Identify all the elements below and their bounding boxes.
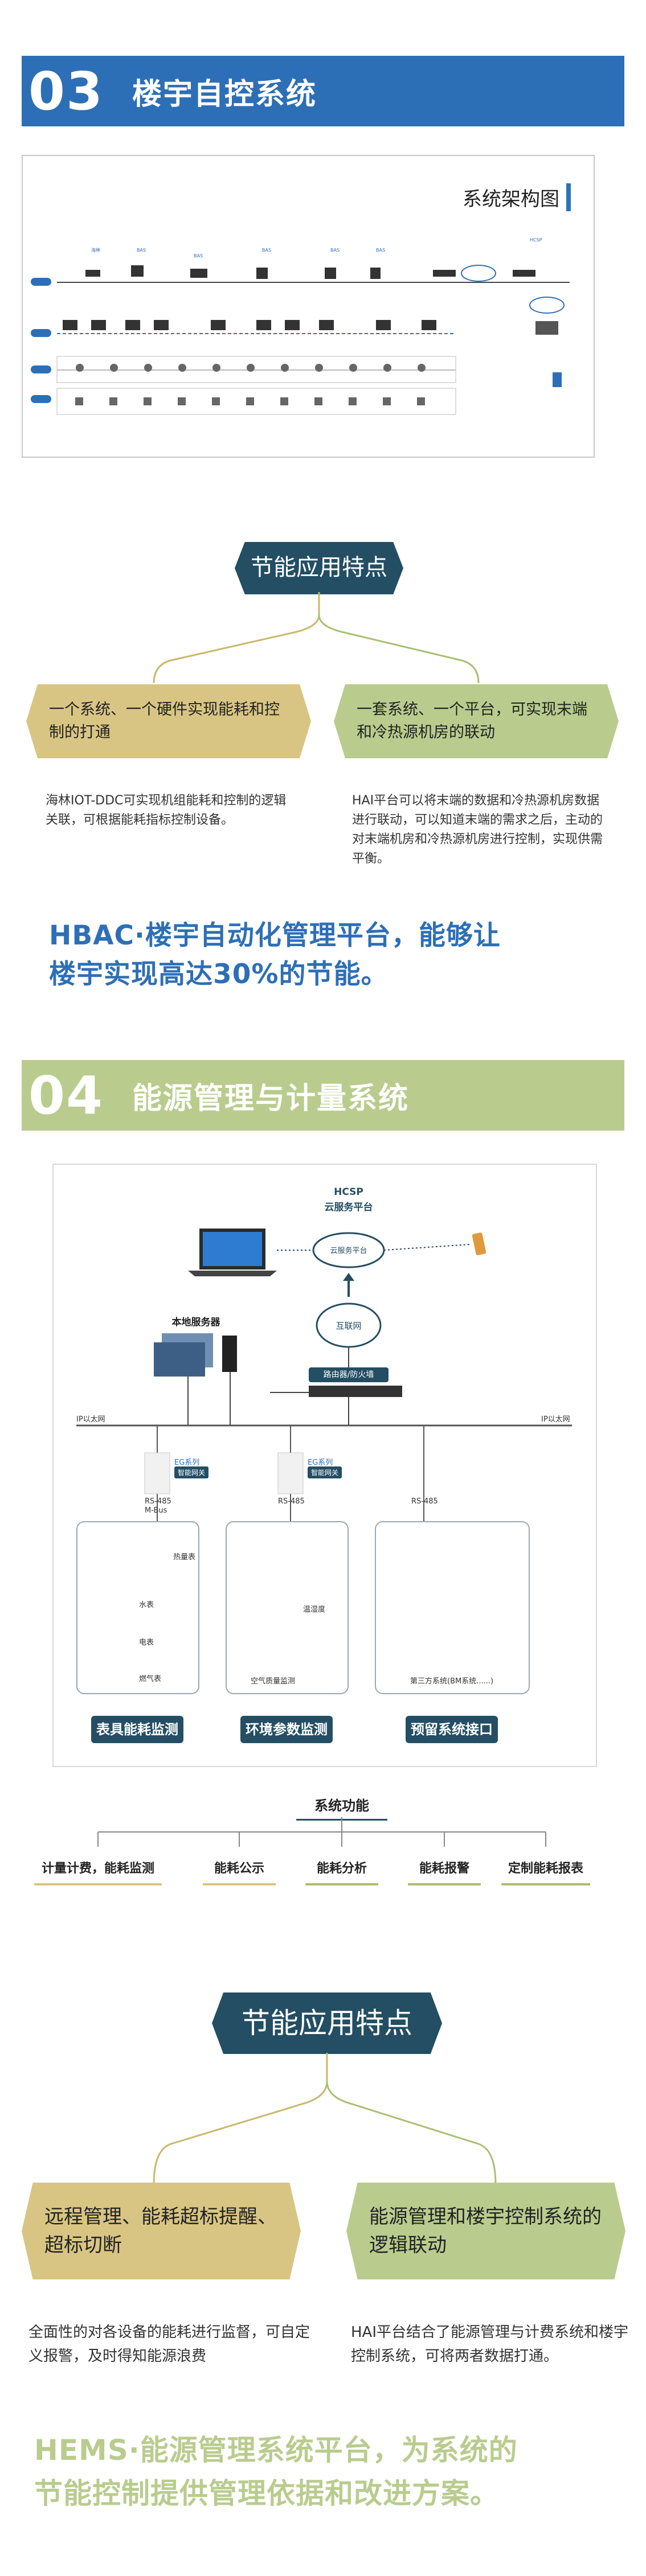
function-item: 能耗分析 xyxy=(305,1858,378,1885)
svg-text:HCSP: HCSP xyxy=(530,237,542,243)
eg-series-2: EG系列 xyxy=(308,1458,333,1467)
svg-text:BAS: BAS xyxy=(262,248,271,253)
local-server-label: 本地服务器 xyxy=(171,1317,220,1328)
cloud-inner-label: 云服务平台 xyxy=(330,1247,367,1255)
meter-electric: 电表 xyxy=(139,1638,154,1647)
env-group xyxy=(226,1521,349,1694)
meter-group xyxy=(76,1521,199,1694)
ip-net-left: IP以太网 xyxy=(76,1415,105,1424)
mbus-label: M-Bus xyxy=(145,1506,167,1515)
third-party-group xyxy=(375,1521,530,1694)
feature-left-2: 远程管理、能耗超标提醒、超标切断 xyxy=(22,2183,301,2279)
section-title: 能源管理与计量系统 xyxy=(132,1081,410,1116)
env-sensor-label: 温湿度 xyxy=(303,1605,326,1614)
ip-net-right: IP以太网 xyxy=(541,1415,570,1424)
svg-text:BAS: BAS xyxy=(376,248,385,253)
diagram-title: 系统架构图 xyxy=(463,183,571,211)
tree-connector-1 xyxy=(153,592,480,684)
section-number: 03 xyxy=(28,60,104,122)
energy-diagram: HCSP 云服务平台 云服务平台 互联网 路由器/防火墙 本地服务器 IP以太网… xyxy=(52,1164,597,1767)
hcsp-label: HCSP xyxy=(334,1186,363,1198)
svg-text:BAS: BAS xyxy=(137,248,146,253)
meter-gas: 燃气表 xyxy=(139,1675,162,1683)
function-item: 能耗公示 xyxy=(203,1858,276,1885)
hems-line-2: 节能控制提供管理依据和改进方案。 xyxy=(34,2477,499,2510)
function-item: 能耗报警 xyxy=(408,1858,481,1885)
router-label: 路由器/防火墙 xyxy=(309,1367,389,1382)
pill-env-monitor: 环境参数监测 xyxy=(240,1716,333,1743)
air-monitor-label: 空气质量监测 xyxy=(251,1677,296,1686)
feature-right-heading: 一套系统、一个平台，可实现末端和冷热源机房的联动 xyxy=(357,701,587,741)
pill-reserved-interface: 预留系统接口 xyxy=(406,1716,498,1743)
section-header-03: 03 楼宇自控系统 xyxy=(22,56,624,126)
hems-slogan: HEMS·能源管理系统平台，为系统的 节能控制提供管理依据和改进方案。 xyxy=(34,2429,627,2515)
svg-text:海林: 海林 xyxy=(91,247,100,253)
svg-text:BAS: BAS xyxy=(330,248,340,253)
section-title: 楼宇自控系统 xyxy=(132,77,317,112)
eg-series-1: EG系列 xyxy=(174,1458,200,1467)
hbac-slogan: HBAC·楼宇自动化管理平台，能够让 楼宇实现高达30%的节能。 xyxy=(49,917,619,994)
smart-gateway-2: 智能网关 xyxy=(308,1466,342,1478)
feature-right-desc: HAI平台结合了能源管理与计费系统和楼宇控制系统，可将两者数据打通。 xyxy=(351,2324,629,2365)
features-title-2: 节能应用特点 xyxy=(212,1992,442,2054)
cloud-platform-label: 云服务平台 xyxy=(324,1202,373,1213)
functions-connector xyxy=(97,1817,546,1847)
architecture-diagram: 系统架构图 海林 BAS BAS BAS BAS BAS HCSP xyxy=(22,155,595,458)
architecture-graphic: 海林 BAS BAS BAS BAS BAS HCSP xyxy=(31,237,570,415)
internet-label: 互联网 xyxy=(336,1321,362,1331)
function-item: 计量计费，能耗监测 xyxy=(34,1858,162,1885)
section-number: 04 xyxy=(28,1065,104,1126)
feature-left-desc: 全面性的对各设备的能耗进行监督，可自定义报警，及时得知能源浪费 xyxy=(28,2324,310,2365)
third-party-label: 第三方系统(BM系统......) xyxy=(410,1677,494,1686)
feature-left-desc: 海林IOT-DDC可实现机组能耗和控制的逻辑关联，可根据能耗指标控制设备。 xyxy=(46,794,287,827)
feature-left-heading: 一个系统、一个硬件实现能耗和控制的打通 xyxy=(49,701,280,741)
section-header-04: 04 能源管理与计量系统 xyxy=(22,1060,624,1131)
feature-left-1: 一个系统、一个硬件实现能耗和控制的打通 xyxy=(26,684,311,758)
rs485-2: RS-485 xyxy=(278,1497,305,1506)
pill-meter-monitor: 表具能耗监测 xyxy=(91,1716,183,1743)
hbac-line-1: HBAC·楼宇自动化管理平台，能够让 xyxy=(49,920,501,951)
feature-right-heading: 能源管理和楼宇控制系统的逻辑联动 xyxy=(369,2205,602,2257)
svg-text:BAS: BAS xyxy=(194,253,203,258)
meter-water: 水表 xyxy=(139,1601,154,1609)
feature-right-1: 一套系统、一个平台，可实现末端和冷热源机房的联动 xyxy=(334,684,619,758)
feature-right-2: 能源管理和楼宇控制系统的逻辑联动 xyxy=(346,2183,625,2279)
features-title-1: 节能应用特点 xyxy=(235,542,403,594)
function-item: 定制能耗报表 xyxy=(501,1858,590,1885)
hbac-line-2: 楼宇实现高达30%的节能。 xyxy=(49,959,389,990)
rs485-3: RS-485 xyxy=(411,1497,438,1506)
feature-left-heading: 远程管理、能耗超标提醒、超标切断 xyxy=(44,2205,277,2257)
tree-connector-2 xyxy=(153,2053,497,2185)
feature-right-desc: HAI平台可以将末端的数据和冷热源机房数据进行联动，可以知道末端的需求之后，主动… xyxy=(352,794,603,866)
smart-gateway-1: 智能网关 xyxy=(174,1466,209,1478)
rs485-1: RS-485 xyxy=(145,1497,171,1506)
meter-heat: 热量表 xyxy=(173,1553,196,1562)
hems-line-1: HEMS·能源管理系统平台，为系统的 xyxy=(34,2434,518,2467)
